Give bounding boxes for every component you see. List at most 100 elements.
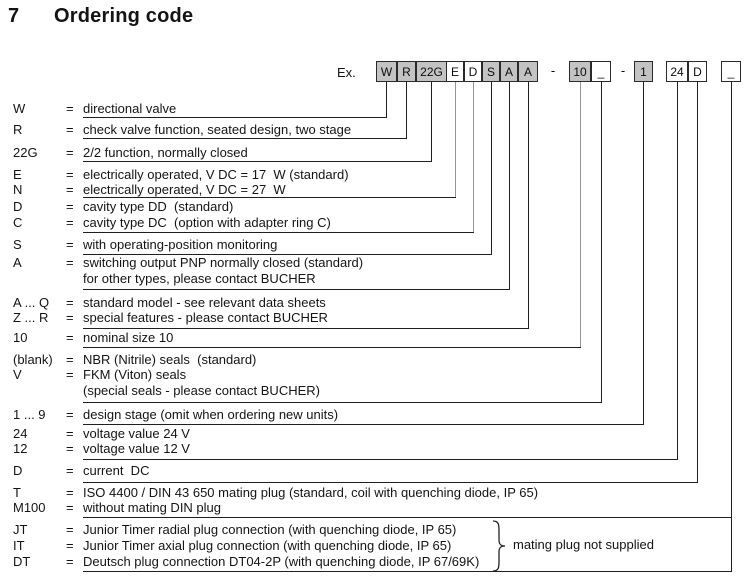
row-code: T [13, 485, 21, 500]
row-description: cavity type DD (standard) [83, 199, 234, 214]
leader-line-a1 [509, 82, 510, 290]
row-description: ISO 4400 / DIN 43 650 mating plug (stand… [83, 485, 539, 500]
equals-sign: = [66, 554, 74, 569]
legend-row-jt: JT=Junior Timer radial plug connection (… [0, 522, 745, 538]
row-description: without mating DIN plug [83, 500, 222, 515]
equals-sign: = [66, 407, 74, 422]
underline-r [83, 138, 407, 139]
code-box-w: W [376, 61, 397, 82]
example-label: Ex. [337, 65, 356, 80]
code-box-seal: _ [591, 61, 611, 82]
underline-current [83, 482, 698, 483]
row-description: Deutsch plug connection DT04-2P (with qu… [83, 554, 480, 569]
legend-row-22g: 22G=2/2 function, normally closed [0, 145, 745, 161]
underline-jt-it-dt [83, 571, 732, 572]
legend-row-v: V=FKM (Viton) seals [0, 367, 745, 383]
row-description: check valve function, seated design, two… [83, 122, 352, 137]
equals-sign: = [66, 441, 74, 456]
row-description: directional valve [83, 101, 177, 116]
row-code: Z ... R [13, 310, 49, 325]
equals-sign: = [66, 310, 74, 325]
row-code: 24 [13, 426, 28, 441]
underline-voltage [83, 459, 678, 460]
equals-sign: = [66, 182, 74, 197]
row-description: 2/2 function, normally closed [83, 145, 248, 160]
legend-row-aq: A ... Q=standard model - see relevant da… [0, 295, 745, 311]
legend-row-a: A=switching output PNP normally closed (… [0, 255, 745, 271]
row-code: A ... Q [13, 295, 50, 310]
row-code: A [13, 255, 22, 270]
legend-row-dt: DT=Deutsch plug connection DT04-2P (with… [0, 554, 745, 570]
code-box-a1: A [500, 61, 518, 82]
equals-sign: = [66, 485, 74, 500]
row-code: 22G [13, 145, 38, 160]
legend-row-t: T = ISO 4400 / DIN 43 650 mating plug (sta… [0, 485, 745, 501]
equals-sign: = [66, 101, 74, 116]
legend-row-r: R=check valve function, seated design, t… [0, 122, 745, 138]
legend-row-cavity-c: C=cavity type DC (option with adapter ri… [0, 215, 745, 231]
equals-sign: = [66, 237, 74, 252]
legend-row-current-dc: D = current DC [0, 463, 745, 479]
underline-10 [83, 347, 581, 348]
underline-22g [83, 161, 432, 162]
leader-line-e [455, 82, 456, 198]
code-box-10: 10 [569, 61, 591, 82]
row-description: electrically operated, V DC = 27 W [83, 182, 286, 197]
underline-w [83, 117, 387, 118]
row-description: nominal size 10 [83, 330, 174, 345]
legend-row-12: 12=voltage value 12 V [0, 441, 745, 457]
equals-sign: = [66, 352, 74, 367]
leader-line-24 [677, 82, 678, 460]
equals-sign: = [66, 522, 74, 537]
row-description: for other types, please contact BUCHER [83, 271, 316, 286]
leader-line-a2 [528, 82, 529, 329]
row-code: JT [13, 522, 28, 537]
underline-t-m100 [83, 517, 732, 518]
row-code: N [13, 182, 23, 197]
equals-sign: = [66, 255, 74, 270]
code-separator-2: - [620, 63, 626, 78]
row-code: 12 [13, 441, 28, 456]
leader-line-22g [431, 82, 432, 162]
code-box-design: 1 [634, 61, 653, 82]
leader-line-d [473, 82, 474, 233]
code-box-r: R [397, 61, 416, 82]
equals-sign: = [66, 463, 74, 478]
legend-row-s: S=with operating-position monitoring [0, 237, 745, 253]
leader-line-10 [580, 82, 581, 348]
row-description: special features - please contact BUCHER [83, 310, 328, 325]
leader-line-dc [697, 82, 698, 483]
row-code: V [13, 367, 22, 382]
row-code: M100 [13, 500, 46, 515]
legend-row-a-cont: for other types, please contact BUCHER [0, 271, 745, 287]
equals-sign: = [66, 538, 74, 553]
underline-s [83, 254, 492, 255]
legend-row-e: E=electrically operated, V DC = 17 W (st… [0, 167, 745, 183]
underline-design [83, 424, 644, 425]
legend-row-24: 24=voltage value 24 V [0, 426, 745, 442]
equals-sign: = [66, 122, 74, 137]
row-description: standard model - see relevant data sheet… [83, 295, 326, 310]
row-description: NBR (Nitrile) seals (standard) [83, 352, 257, 367]
row-code: 1 ... 9 [13, 407, 46, 422]
code-box-plug: _ [721, 61, 741, 82]
row-code: D [13, 463, 23, 478]
section-title: Ordering code [54, 5, 194, 27]
equals-sign: = [66, 199, 74, 214]
row-code: S [13, 237, 22, 252]
underline-seals [83, 402, 602, 403]
row-code: D [13, 199, 23, 214]
row-code: (blank) [13, 352, 53, 367]
row-code: 10 [13, 330, 28, 345]
leader-line-s [491, 82, 492, 255]
code-box-e: E [446, 61, 464, 82]
legend-row-zr: Z ... R = special features - please contac… [0, 310, 745, 326]
row-description: cavity type DC (option with adapter ring… [83, 215, 331, 230]
code-box-dc: D [688, 61, 707, 82]
row-description: current DC [83, 463, 150, 478]
underline-dcav [83, 232, 474, 233]
row-description: voltage value 24 V [83, 426, 190, 441]
row-description: FKM (Viton) seals [83, 367, 187, 382]
legend-row-10: 10=nominal size 10 [0, 330, 745, 346]
